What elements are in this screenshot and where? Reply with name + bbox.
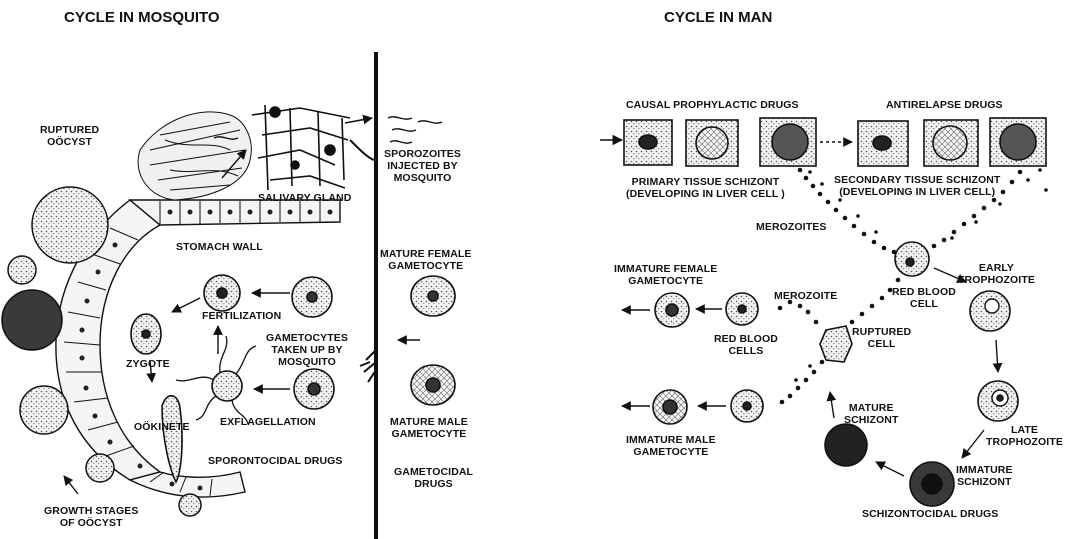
proboscis-branches [359,349,377,383]
oocyst-small-1 [7,255,37,285]
label-ruptured-cell: RUPTURED CELL [852,326,912,350]
label-secondary-tissue-schizont: SECONDARY TISSUE SCHIZONT (DEVELOPING IN… [834,174,1001,198]
man-arrows [621,267,1003,477]
blood-gametocytes [410,275,456,406]
label-zygote: ZYGOTE [126,358,170,370]
oocyst-small-3 [178,493,202,517]
label-sporozoites: SPOROZOITES INJECTED BY MOSQUITO [384,148,461,184]
label-merozoite: MEROZOITE [774,290,838,302]
label-mature-male-gametocyte: MATURE MALE GAMETOCYTE [390,416,468,440]
mature-schizont-cell [824,423,868,467]
label-mature-female-gametocyte: MATURE FEMALE GAMETOCYTE [380,248,472,272]
label-salivary-gland: SALIVARY GLAND [258,192,352,204]
label-exflagellation: EXFLAGELLATION [220,416,316,428]
flagella [175,335,257,425]
label-primary-tissue-schizont: PRIMARY TISSUE SCHIZONT (DEVELOPING IN L… [626,176,785,200]
mosquito-arrows [63,114,420,495]
label-immature-male-gametocyte: IMMATURE MALE GAMETOCYTE [626,434,716,458]
label-antirelapse-drugs: ANTIRELAPSE DRUGS [886,99,1003,111]
ruptured-cell-drawing [819,325,853,363]
label-causal-prophylactic-drugs: CAUSAL PROPHYLACTIC DRUGS [626,99,799,111]
mosquito-cycle [1,52,456,539]
label-ookinete: OÖKINETE [134,421,190,433]
label-growth-stages: GROWTH STAGES OF OÖCYST [44,505,139,529]
label-mature-schizont: MATURE SCHIZONT [844,402,899,426]
stomach-wall-cells [63,201,321,497]
exflagellation-cell [211,370,243,402]
secondary-liver-cells [857,117,1047,167]
label-gametocytes-taken-up: GAMETOCYTES TAKEN UP BY MOSQUITO [266,332,348,368]
merozoite-streams [777,167,1048,405]
title-cycle-in-mosquito: CYCLE IN MOSQUITO [64,9,220,26]
mosquito-cells [130,274,335,484]
ookinete-cell [161,394,183,484]
label-gametocidal-drugs: GAMETOCIDAL DRUGS [394,466,474,490]
label-sporontocidal-drugs: SPORONTOCIDAL DRUGS [208,455,343,467]
primary-liver-cells [623,117,817,167]
stomach-wall [55,199,341,498]
title-cycle-in-man: CYCLE IN MAN [664,9,773,26]
label-early-trophozoite: EARLY TROPHOZOITE [958,262,1035,286]
oocyst-small-2 [85,453,115,483]
label-red-blood-cell: RED BLOOD CELL [892,286,956,310]
label-stomach-wall: STOMACH WALL [176,241,263,253]
label-red-blood-cells: RED BLOOD CELLS [714,333,778,357]
man-cycle [600,117,1048,507]
oocysts [1,186,202,517]
label-merozoites: MEROZOITES [756,221,827,233]
sporozoites-drawing [213,116,443,144]
label-immature-schizont: IMMATURE SCHIZONT [956,464,1013,488]
blood-cells [652,241,1019,507]
oocyst-large [31,186,109,264]
ruptured-oocyst-drawing [137,111,252,201]
label-immature-female-gametocyte: IMMATURE FEMALE GAMETOCYTE [614,263,718,287]
oocyst-mid-2 [19,385,69,435]
oocyst-mid-1 [1,289,63,351]
label-ruptured-oocyst: RUPTURED OÖCYST [40,124,100,148]
salivary-gland-drawing [251,104,375,191]
stomach-cell-nuclei [79,209,333,491]
label-late-trophozoite: LATE TROPHOZOITE [986,424,1063,448]
label-fertilization: FERTILIZATION [202,310,282,322]
label-schizontocidal-drugs: SCHIZONTOCIDAL DRUGS [862,508,999,520]
